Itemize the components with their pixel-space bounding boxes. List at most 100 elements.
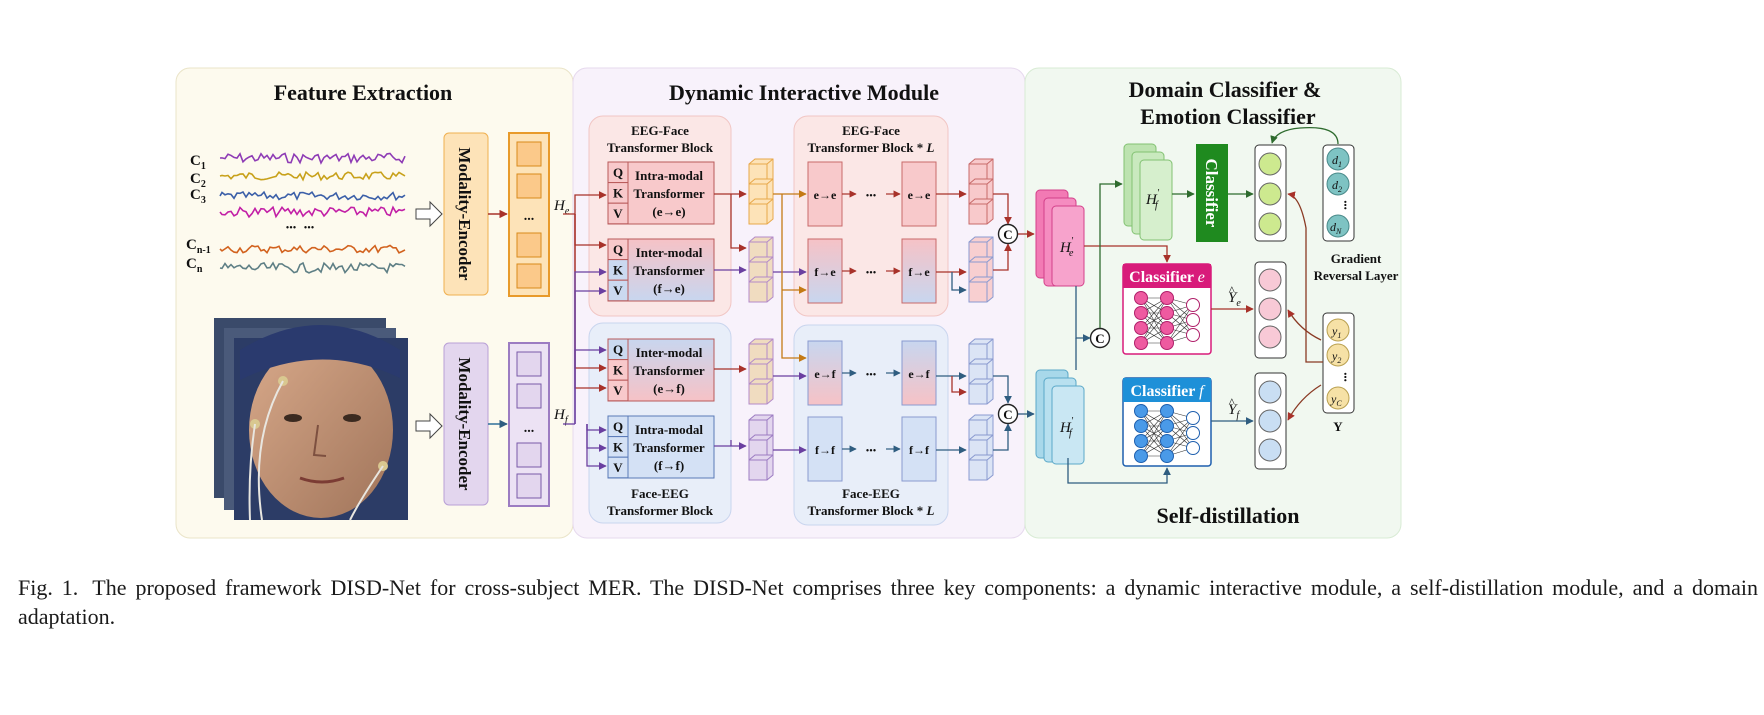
feature-cube-stack bbox=[748, 158, 774, 225]
transformer-unit-label: Inter-modal bbox=[636, 345, 703, 360]
face-eeg-block-l-title: Face-EEG bbox=[842, 486, 900, 501]
face-encoder-label: Modality-Encoder bbox=[455, 357, 474, 491]
face-input-arrow bbox=[415, 412, 443, 440]
domain-label-column: d1 d2 dN ••• bbox=[1322, 144, 1355, 242]
concat-node: C bbox=[997, 223, 1019, 245]
svg-text:dN: dN bbox=[1330, 220, 1342, 236]
gradient-reversal-label: Gradient bbox=[1331, 251, 1382, 266]
face-eeg-block-title: Transformer Block bbox=[607, 503, 714, 518]
transformer-unit-label: (e→f) bbox=[653, 381, 685, 396]
svg-text:C: C bbox=[1003, 407, 1012, 422]
gradient-reversal-label: Reversal Layer bbox=[1314, 268, 1399, 283]
svg-text:y1: y1 bbox=[1331, 324, 1341, 340]
hf-prime-green-stack: H′f bbox=[1123, 143, 1173, 241]
domain-classifier-box bbox=[1196, 144, 1228, 242]
emotion-f-output-column bbox=[1254, 372, 1287, 470]
repeated-block: e→e bbox=[901, 161, 937, 227]
emotion-label-column: y1 y2 yC ••• bbox=[1322, 312, 1355, 414]
face-image-stack bbox=[214, 318, 408, 521]
transformer-unit-label: (f→e) bbox=[653, 281, 685, 296]
svg-text:C: C bbox=[1095, 331, 1104, 346]
svg-text:d1: d1 bbox=[1332, 153, 1342, 169]
face-feature-column: ... bbox=[508, 342, 550, 507]
qkv-label: V bbox=[613, 206, 623, 221]
svg-text:•••: ••• bbox=[1340, 200, 1350, 209]
qkv-label: Q bbox=[613, 419, 623, 434]
qkv-label: K bbox=[613, 263, 624, 278]
transformer-unit-label: Transformer bbox=[633, 363, 704, 378]
he-label: He bbox=[553, 198, 570, 217]
svg-text:C: C bbox=[1003, 227, 1012, 242]
yf-hat-mark: ^ bbox=[1229, 395, 1235, 409]
qkv-label: K bbox=[613, 363, 624, 378]
svg-text:e→f: e→f bbox=[814, 367, 836, 381]
transformer-unit-label: Transformer bbox=[633, 263, 704, 278]
eeg-signal-waves bbox=[219, 152, 406, 275]
svg-text:f→f: f→f bbox=[909, 443, 930, 457]
eeg-face-block-l-title: EEG-Face bbox=[842, 123, 900, 138]
caption-label: Fig. 1. bbox=[18, 575, 79, 600]
hf-prime-stack: H′f bbox=[1035, 369, 1085, 465]
qkv-label: Q bbox=[613, 165, 623, 180]
caption-text: The proposed framework DISD-Net for cros… bbox=[18, 575, 1758, 629]
face-eeg-block-title: Face-EEG bbox=[631, 486, 689, 501]
svg-text:Classifier e: Classifier e bbox=[1129, 269, 1205, 286]
transformer-unit-label: Transformer bbox=[633, 186, 704, 201]
figure-caption: Fig. 1.The proposed framework DISD-Net f… bbox=[18, 573, 1758, 631]
y-label: Y bbox=[1333, 419, 1343, 434]
eeg-encoder-label: Modality-Encoder bbox=[455, 147, 474, 281]
transformer-unit-label: Transformer bbox=[633, 440, 704, 455]
eeg-channel-label: Cn-1 bbox=[186, 237, 211, 256]
svg-text:yC: yC bbox=[1330, 392, 1342, 408]
concat-node: C bbox=[997, 403, 1019, 425]
eeg-ellipsis: ••• ••• bbox=[286, 223, 315, 234]
face-eeg-block-l-title: Transformer Block * L bbox=[808, 503, 935, 518]
eeg-channel-label: C2 bbox=[190, 171, 206, 190]
svg-text:Classifier f: Classifier f bbox=[1130, 383, 1206, 400]
classifier-f: Classifier f bbox=[1122, 377, 1212, 467]
repeated-block: e→f bbox=[901, 340, 937, 406]
feature-cube-stack bbox=[968, 338, 994, 405]
svg-text:H′f: H′f bbox=[1145, 188, 1160, 211]
repeat-ellipsis: ••• bbox=[866, 446, 877, 457]
svg-text:H′e: H′e bbox=[1059, 236, 1074, 259]
qkv-label: V bbox=[613, 283, 623, 298]
repeat-ellipsis: ••• bbox=[866, 191, 877, 202]
feature-cube-stack bbox=[748, 414, 774, 481]
svg-text:d2: d2 bbox=[1332, 178, 1342, 194]
feature-cube-stack bbox=[748, 338, 774, 405]
domain-output-column bbox=[1254, 144, 1287, 242]
feature-cube-stack bbox=[968, 158, 994, 225]
feature-extraction-title: Feature Extraction bbox=[274, 80, 453, 105]
qkv-label: V bbox=[613, 460, 623, 475]
eeg-feature-column: ... bbox=[508, 132, 550, 297]
repeated-block: e→f bbox=[807, 340, 843, 406]
emotion-e-output-column bbox=[1254, 261, 1287, 359]
svg-text:e→f: e→f bbox=[908, 367, 930, 381]
qkv-label: K bbox=[613, 186, 624, 201]
emotion-classifier-title: Emotion Classifier bbox=[1140, 104, 1316, 129]
transformer-unit-label: Intra-modal bbox=[635, 422, 703, 437]
classifier-panel bbox=[1024, 67, 1402, 539]
domain-classifier-title: Domain Classifier & bbox=[1129, 77, 1322, 102]
eeg-face-block-title: Transformer Block bbox=[607, 140, 714, 155]
eeg-channel-label: C1 bbox=[190, 153, 206, 172]
svg-text:...: ... bbox=[524, 209, 535, 224]
transformer-unit-label: Intra-modal bbox=[635, 168, 703, 183]
hf-label: Hf bbox=[553, 407, 569, 426]
ye-hat-mark: ^ bbox=[1229, 283, 1235, 297]
classifier-e: Classifier e bbox=[1122, 263, 1212, 355]
feature-cube-stack bbox=[748, 236, 774, 303]
eeg-channel-label: Cn bbox=[186, 256, 203, 275]
framework-diagram: Feature Extraction Dynamic Interactive M… bbox=[175, 67, 1402, 539]
domain-classifier-label: Classifier bbox=[1202, 159, 1221, 228]
he-prime-stack: H′e bbox=[1035, 189, 1085, 287]
transformer-unit-label: Inter-modal bbox=[636, 245, 703, 260]
svg-text:•••: ••• bbox=[1340, 372, 1350, 381]
repeat-ellipsis: ••• bbox=[866, 268, 877, 279]
ye-hat-label: Ye bbox=[1228, 290, 1241, 309]
concat-node: C bbox=[1089, 327, 1111, 349]
svg-text:f→e: f→e bbox=[908, 265, 930, 279]
